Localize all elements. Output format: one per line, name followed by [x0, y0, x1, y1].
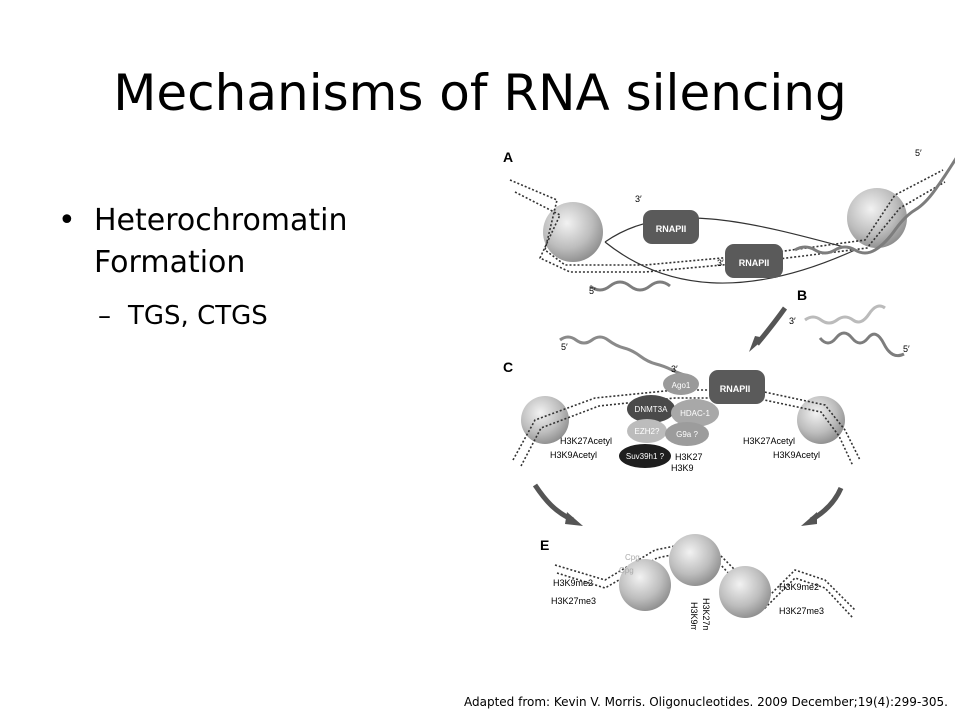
five-prime-label: 5′ [589, 286, 596, 296]
histone-mark-label: H3K9me2 [689, 602, 699, 630]
nucleosome [521, 396, 569, 444]
ezh2-protein [627, 419, 667, 443]
rna-strand [804, 304, 886, 325]
nucleosome [543, 202, 603, 262]
dnmt3a-label: DNMT3A [635, 405, 669, 414]
hdac1-protein [671, 399, 719, 427]
dash-icon: – [98, 301, 111, 331]
ezh2-label: EZH2? [635, 427, 660, 436]
suv39h1-protein [619, 444, 671, 468]
rnapii-label: RNAPII [739, 258, 770, 268]
rna-strand [589, 280, 671, 292]
three-prime-label: 3′ [671, 364, 678, 374]
dna-helix [509, 169, 944, 266]
bullet-text: Heterochromatin Formation [94, 203, 348, 280]
histone-mark-label: H3K9me2 [779, 582, 819, 592]
histone-mark-label: H3K9Acetyl [550, 450, 597, 460]
cpg-label: Cpg [625, 553, 640, 562]
bullet-dot-icon: • [58, 203, 76, 238]
nucleosome [669, 534, 721, 586]
rnapii-complex [725, 244, 783, 278]
three-prime-label: 3′ [635, 194, 642, 204]
cpg-label: Cpg [619, 566, 634, 575]
histone-mark-label: H3K27Acetyl [743, 436, 795, 446]
nucleosome [797, 396, 845, 444]
rna-silencing-figure: A RNAPII RNAPII 3′ 3′ 5′ 5′ B 3′ 5′ C 5′… [503, 148, 955, 630]
nucleosome [847, 188, 907, 248]
sub-bullet-text: TGS, CTGS [128, 301, 268, 331]
ago1-label: Ago1 [672, 381, 691, 390]
five-prime-label: 5′ [903, 344, 910, 354]
sub-bullet-item: – TGS, CTGS [58, 298, 438, 334]
panel-label-c: C [503, 359, 513, 375]
rnapii-label: RNAPII [720, 384, 751, 394]
three-prime-label: 3′ [717, 258, 724, 268]
panel-label-e: E [540, 537, 549, 553]
rnapii-complex [643, 210, 699, 244]
rna-strand [818, 331, 905, 358]
source-caption: Adapted from: Kevin V. Morris. Oligonucl… [463, 695, 948, 709]
g9a-label: G9a ? [676, 430, 698, 439]
histone-mark-label: H3K9Acetyl [773, 450, 820, 460]
nucleosome [619, 559, 671, 611]
rnapii-label: RNAPII [656, 224, 687, 234]
rna-strand [794, 157, 955, 255]
histone-mark-label: H3K27 [675, 452, 703, 462]
ago1-protein [663, 373, 699, 395]
histone-mark-label: H3K9me2 [553, 578, 593, 588]
transcription-bubble [604, 217, 856, 284]
arrowhead-icon [749, 336, 765, 352]
dnmt3a-protein [627, 395, 675, 423]
histone-mark-label: H3K27Acetyl [560, 436, 612, 446]
slide-title: Mechanisms of RNA silencing [113, 64, 847, 122]
histone-mark-label: H3K27me3 [701, 598, 711, 630]
hdac1-label: HDAC-1 [680, 409, 710, 418]
five-prime-label: 5′ [915, 148, 922, 158]
histone-mark-label: H3K27me3 [779, 606, 824, 616]
histone-mark-label: H3K9 [671, 463, 694, 473]
nucleosome [719, 566, 771, 618]
rnapii-complex [709, 370, 765, 404]
suv39h1-label: Suv39h1 ? [626, 452, 665, 461]
five-prime-label: 5′ [561, 342, 568, 352]
three-prime-label: 3′ [789, 316, 796, 326]
arrowhead-icon [565, 512, 583, 526]
bullet-list: • Heterochromatin Formation – TGS, CTGS [58, 200, 438, 334]
panel-label-b: B [797, 287, 807, 303]
dna-helix [554, 539, 856, 611]
panel-label-a: A [503, 149, 513, 165]
arrowhead-icon [801, 512, 817, 526]
rna-strand [559, 335, 689, 378]
histone-mark-label: H3K27me3 [551, 596, 596, 606]
g9a-protein [665, 422, 709, 446]
bullet-item: • Heterochromatin Formation [58, 200, 438, 284]
